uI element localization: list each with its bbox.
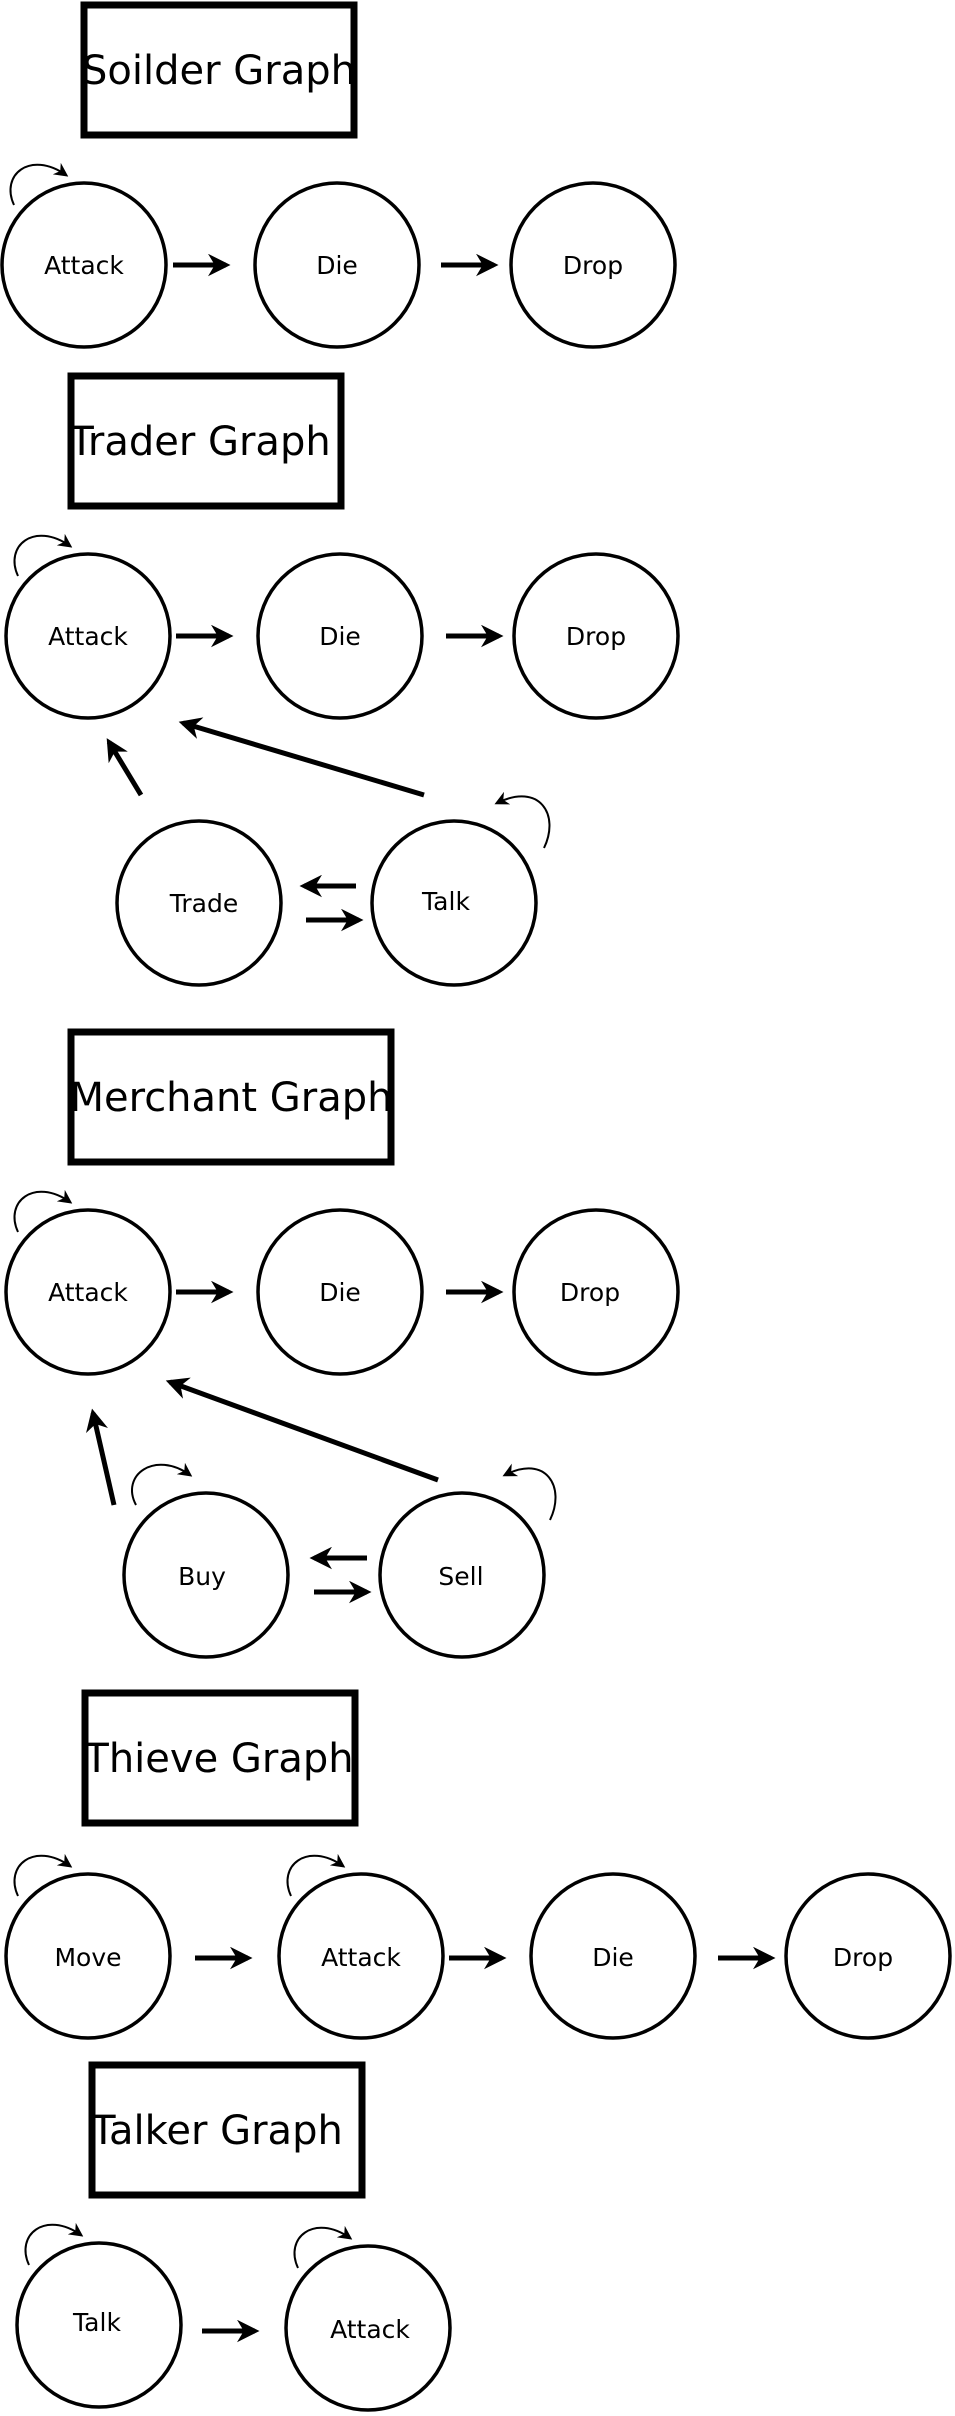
soilder-graph-title-box <box>80 1 358 139</box>
thieve-node-attack-label: Attack <box>321 1943 401 1972</box>
merchant-graph: Merchant Graph Attack Die Drop Buy Sell <box>4 1028 680 1659</box>
merchant-node-sell-label: Sell <box>438 1562 483 1591</box>
soilder-graph: Soilder Graph Attack Die Drop <box>0 1 677 349</box>
trader-graph-title-box <box>67 372 345 510</box>
trader-node-talk <box>370 819 538 987</box>
talker-graph-title-box <box>88 2061 366 2199</box>
merchant-node-buy-label: Buy <box>178 1562 226 1591</box>
merchant-node-drop-label: Drop <box>560 1278 620 1307</box>
merchant-graph-title-box <box>67 1028 395 1166</box>
soilder-node-die <box>253 181 421 349</box>
thieve-graph: Thieve Graph Move Attack Die Drop <box>4 1689 952 2040</box>
talker-graph: Talker Graph Talk Attack <box>15 2061 452 2412</box>
talker-node-talk <box>15 2241 183 2409</box>
talker-node-attack <box>284 2244 452 2412</box>
talker-graph-title: Talker Graph <box>90 2108 343 2154</box>
thieve-move-self-loop <box>13 1853 73 1897</box>
soilder-node-attack-label: Attack <box>44 251 124 280</box>
thieve-node-drop <box>784 1872 952 2040</box>
talker-node-talk-label: Talk <box>72 2308 121 2337</box>
merchant-node-die-label: Die <box>319 1278 361 1307</box>
soilder-node-drop-label: Drop <box>563 251 623 280</box>
merchant-buy-self-loop <box>131 1462 193 1506</box>
thieve-node-move-label: Move <box>54 1943 121 1972</box>
trader-arrow-talk-attack <box>178 717 425 798</box>
trader-node-trade-label: Trade <box>169 889 238 918</box>
merchant-arrow-buy-attack <box>86 1408 117 1506</box>
merchant-node-die <box>256 1208 424 1376</box>
trader-node-trade <box>115 819 283 987</box>
talker-node-attack-label: Attack <box>330 2315 410 2344</box>
thieve-node-die-label: Die <box>592 1943 634 1972</box>
merchant-graph-title: Merchant Graph <box>70 1075 393 1121</box>
soilder-node-drop <box>509 181 677 349</box>
soilder-attack-self-loop <box>9 162 69 206</box>
trader-graph: Trader Graph Attack Die Drop Trade Talk <box>4 372 680 987</box>
trader-node-drop-label: Drop <box>566 622 626 651</box>
merchant-sell-self-loop <box>502 1463 557 1521</box>
soilder-node-die-label: Die <box>316 251 358 280</box>
merchant-attack-self-loop <box>13 1189 73 1233</box>
trader-node-die <box>256 552 424 720</box>
merchant-node-drop <box>512 1208 680 1376</box>
thieve-node-move <box>4 1872 172 2040</box>
merchant-arrow-sell-attack <box>165 1377 439 1483</box>
trader-graph-title: Trader Graph <box>68 419 330 465</box>
trader-attack-self-loop <box>13 533 73 577</box>
merchant-node-buy <box>122 1491 290 1659</box>
trader-talk-self-loop <box>494 791 551 849</box>
trader-arrow-trade-attack <box>106 738 144 797</box>
merchant-node-attack <box>4 1208 172 1376</box>
trader-node-attack <box>4 552 172 720</box>
merchant-node-sell <box>378 1491 546 1659</box>
thieve-graph-title-box <box>81 1689 359 1827</box>
talker-talk-self-loop <box>24 2222 84 2266</box>
thieve-node-attack <box>277 1872 445 2040</box>
trader-node-attack-label: Attack <box>48 622 128 651</box>
thieve-node-drop-label: Drop <box>833 1943 893 1972</box>
trader-node-drop <box>512 552 680 720</box>
trader-node-die-label: Die <box>319 622 361 651</box>
merchant-node-attack-label: Attack <box>48 1278 128 1307</box>
thieve-attack-self-loop <box>286 1853 346 1897</box>
soilder-node-attack <box>0 181 168 349</box>
thieve-node-die <box>529 1872 697 2040</box>
thieve-graph-title: Thieve Graph <box>83 1736 353 1782</box>
soilder-graph-title: Soilder Graph <box>82 48 356 94</box>
trader-node-talk-label: Talk <box>421 887 470 916</box>
talker-attack-self-loop <box>293 2225 353 2269</box>
